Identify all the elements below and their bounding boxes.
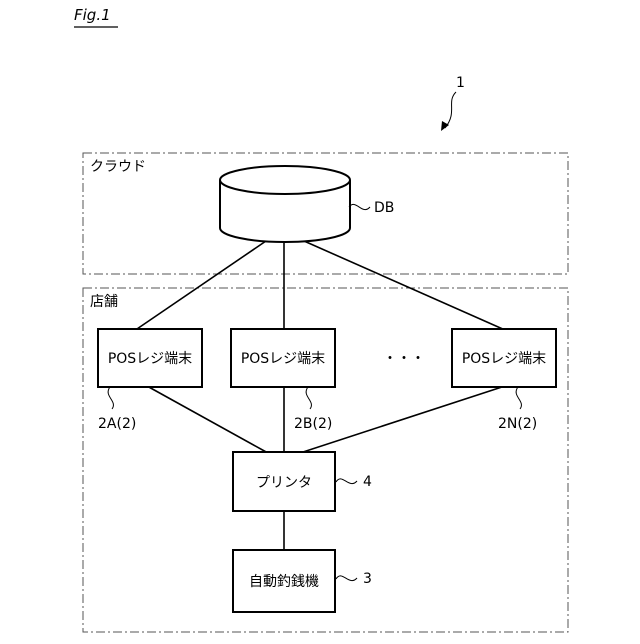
printer: プリンタ xyxy=(233,452,335,511)
terminals-ellipsis: ・・・ xyxy=(383,351,425,367)
pos-terminal-2a-label: POSレジ端末 xyxy=(108,351,192,367)
change-machine-leader xyxy=(336,576,357,581)
pos-terminal-2b-label: POSレジ端末 xyxy=(241,351,325,367)
system-ref-number: 1 xyxy=(456,75,465,91)
pos-terminal-2b: POSレジ端末 xyxy=(231,329,335,387)
store-region-label: 店舗 xyxy=(90,294,118,310)
edge-db-terminal-2n xyxy=(304,241,505,330)
db-cylinder-top xyxy=(220,166,350,194)
pos-terminal-2a: POSレジ端末 xyxy=(98,329,202,387)
db-cylinder xyxy=(220,166,350,242)
db-label: DB xyxy=(374,200,394,216)
edge-terminal-2a-printer xyxy=(147,386,268,453)
system-ref-arrow-line xyxy=(445,92,456,128)
pos-terminal-2n-ref: 2N(2) xyxy=(498,416,537,432)
pos-terminal-2b-ref: 2B(2) xyxy=(294,416,332,432)
pos-terminal-2n-leader xyxy=(516,387,521,409)
pos-terminal-2n: POSレジ端末 xyxy=(452,329,556,387)
pos-terminal-2a-leader xyxy=(108,387,113,409)
pos-terminal-2b-leader xyxy=(306,387,311,409)
change-machine: 自動釣銭機 xyxy=(233,550,335,612)
change-machine-label: 自動釣銭機 xyxy=(249,574,319,590)
figure-label: Fig.1 xyxy=(74,6,111,24)
edge-db-terminal-2a xyxy=(134,241,266,331)
printer-ref: 4 xyxy=(363,474,372,490)
pos-terminal-2n-label: POSレジ端末 xyxy=(462,351,546,367)
change-machine-ref: 3 xyxy=(363,571,372,587)
pos-terminal-2a-ref: 2A(2) xyxy=(98,416,136,432)
db-leader-line xyxy=(349,204,370,209)
system-ref-arrow-head xyxy=(441,121,449,131)
cloud-region-label: クラウド xyxy=(90,159,146,175)
printer-label: プリンタ xyxy=(256,475,312,491)
printer-leader xyxy=(336,479,357,484)
